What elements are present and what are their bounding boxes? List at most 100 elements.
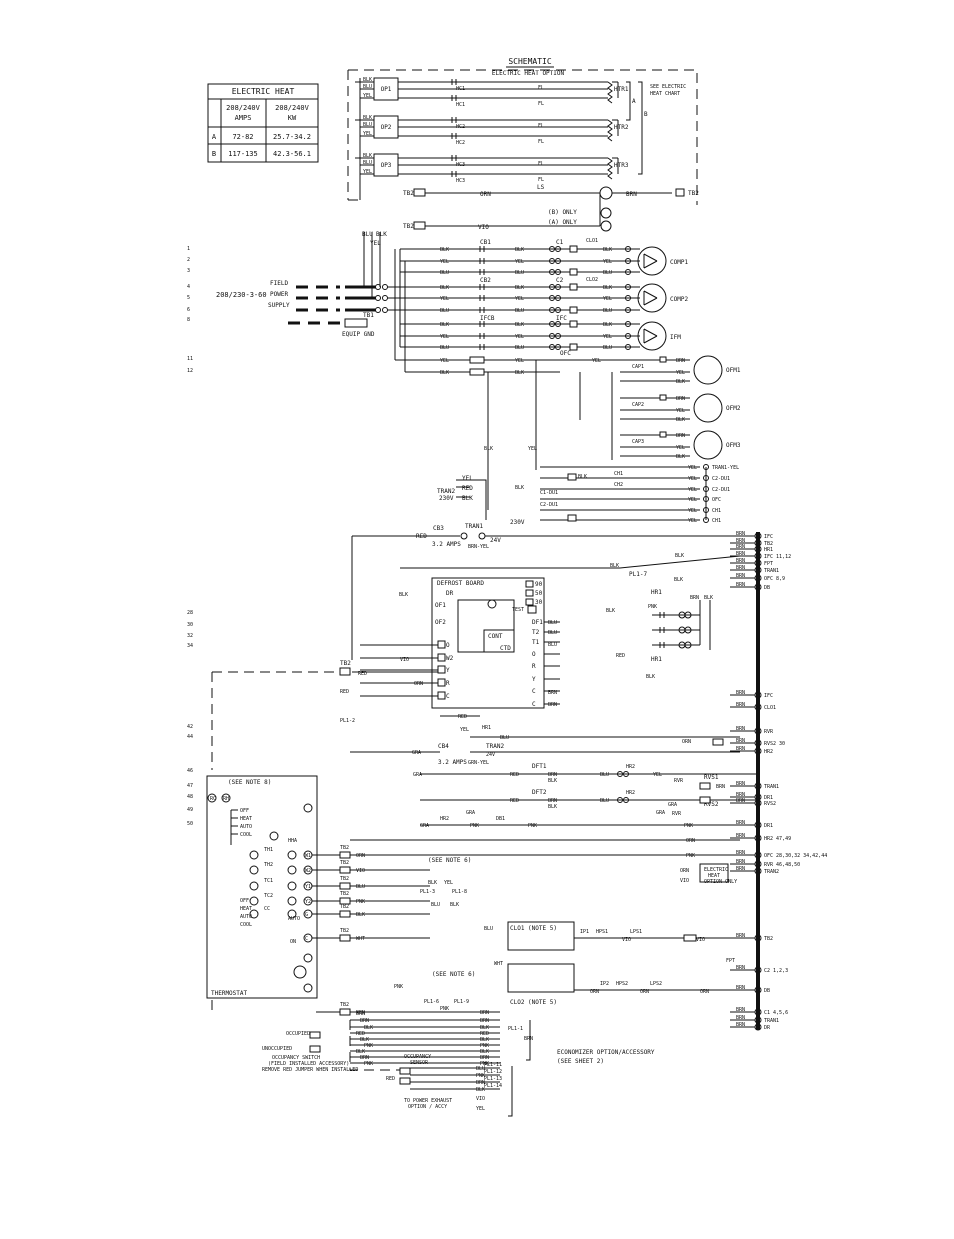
terminal	[303, 953, 313, 963]
contactor-label: HC1	[456, 86, 465, 92]
wire-label: BRN	[480, 1055, 489, 1061]
heat-table-cell: 72-82	[232, 133, 253, 141]
ofc-label: OFC	[560, 350, 571, 357]
wire-label: WHT	[356, 936, 365, 942]
heat-table-title: ELECTRIC HEAT	[232, 87, 295, 96]
dashed-link	[349, 1020, 400, 1071]
terminal	[269, 831, 279, 841]
terminal	[617, 771, 623, 777]
terminal	[303, 983, 313, 993]
tstat-mode: HEAT	[240, 816, 252, 822]
right-term-label: CH1	[712, 508, 721, 514]
ofm-label: OFM1	[726, 367, 741, 374]
tran1-volts: 230V	[510, 519, 525, 526]
wire-label: BLU	[500, 735, 509, 741]
wire-label: RED	[416, 533, 427, 540]
wire-label: BLU	[363, 122, 372, 128]
terminal	[549, 333, 555, 339]
wire-label: RED	[510, 772, 519, 778]
motor-label: IFM	[670, 334, 681, 341]
term-label: W2	[305, 868, 311, 874]
wire-label: YEL	[515, 358, 524, 364]
cap-label: CAP3	[632, 439, 644, 445]
wire-label: BLU	[484, 926, 493, 932]
wire-label: ORN	[700, 989, 709, 995]
wire-label: GRA	[420, 823, 429, 829]
wire-label: YEL	[528, 446, 537, 452]
wire-label: PNK	[364, 1061, 373, 1067]
wire-label: GRA	[412, 750, 421, 756]
terminal-block	[437, 691, 446, 700]
wire-label: BLU	[603, 270, 612, 276]
wire-label: BLU	[600, 798, 609, 804]
wire-label: BLK	[462, 495, 473, 502]
wire-label: BLK	[515, 322, 524, 328]
terminal	[555, 246, 561, 252]
electric-heat-schematic: SCHEMATIC ELECTRIC HEAT OPTION SEE ELECT…	[347, 57, 699, 232]
wire-label: BRN	[736, 746, 745, 752]
transformer-area: TRAN2 230V YEL RED BLK TRAN1 230V 24V YE…	[404, 464, 740, 550]
wire-label: BLK	[676, 379, 685, 385]
tstat-label: TH1	[264, 847, 273, 853]
terminal	[623, 771, 629, 777]
terminal	[221, 793, 231, 803]
tstat-mode: AUTO	[240, 914, 252, 920]
terminal	[249, 896, 259, 906]
wire-label: YEL	[603, 334, 612, 340]
breaker-label: CB2	[480, 277, 491, 284]
terminal	[382, 284, 388, 290]
wire-label: BRN	[356, 1010, 365, 1016]
wire-label: YEL	[688, 508, 697, 514]
wire-label: BLK	[676, 454, 685, 460]
fuse-label: FL	[538, 101, 544, 107]
terminal-block	[507, 963, 575, 993]
line-number: 48	[187, 794, 193, 800]
wire-label: BRN	[736, 820, 745, 826]
wire-label: BLU	[440, 308, 449, 314]
wire-label: RED	[510, 798, 519, 804]
relay-label: FPT	[726, 958, 735, 964]
tstat-mode: AUTO	[240, 824, 252, 830]
wire-label: BRN	[736, 582, 745, 588]
terminal-block	[339, 882, 351, 890]
wire-label: YEL	[440, 296, 449, 302]
bus-label: HR2 47,49	[764, 836, 791, 842]
terminal	[287, 881, 297, 891]
wire-label: BLU	[548, 642, 557, 648]
wire-label: BRN	[736, 690, 745, 696]
wire-label: BLK	[675, 553, 684, 559]
relay-label: HR2	[440, 816, 449, 822]
wire-label: BLU	[515, 308, 524, 314]
plug-label: PL1-1	[508, 1026, 523, 1032]
terminal-block	[659, 356, 667, 363]
b-only-label: (B) ONLY	[548, 209, 577, 216]
schematic-title: SCHEMATIC	[508, 57, 552, 66]
op-label: OP3	[381, 162, 392, 169]
switch-label: IP1	[580, 929, 589, 935]
defrost-term: T1	[532, 639, 540, 646]
terminal	[617, 797, 623, 803]
wire-label: BRN	[676, 358, 685, 364]
relay-label: HR1	[651, 589, 662, 596]
heater-label: HTR2	[614, 124, 629, 131]
motor-label: COMP2	[670, 296, 688, 303]
terminal-block	[339, 910, 351, 918]
wire-label: BLU	[440, 345, 449, 351]
tran-label: TRAN2	[486, 743, 504, 750]
thermostat-note: (SEE NOTE 8)	[228, 779, 271, 786]
defrost-left-term: O	[446, 642, 450, 649]
terminal-block	[437, 640, 446, 649]
wire-label: BRN	[736, 850, 745, 856]
wire-label: BLK	[515, 370, 524, 376]
terminal-block	[569, 320, 578, 328]
terminal	[549, 269, 555, 275]
terminal-block	[659, 431, 667, 438]
wire	[643, 290, 658, 299]
terminal	[549, 307, 555, 313]
tstat-label: CC	[264, 906, 270, 912]
wire-label: PNK	[684, 823, 693, 829]
ch-label: CH2	[614, 482, 623, 488]
ground-label: EQUIP GND	[342, 331, 375, 338]
clo-label: CLO2	[586, 277, 598, 283]
wire-label: ORN	[356, 853, 365, 859]
